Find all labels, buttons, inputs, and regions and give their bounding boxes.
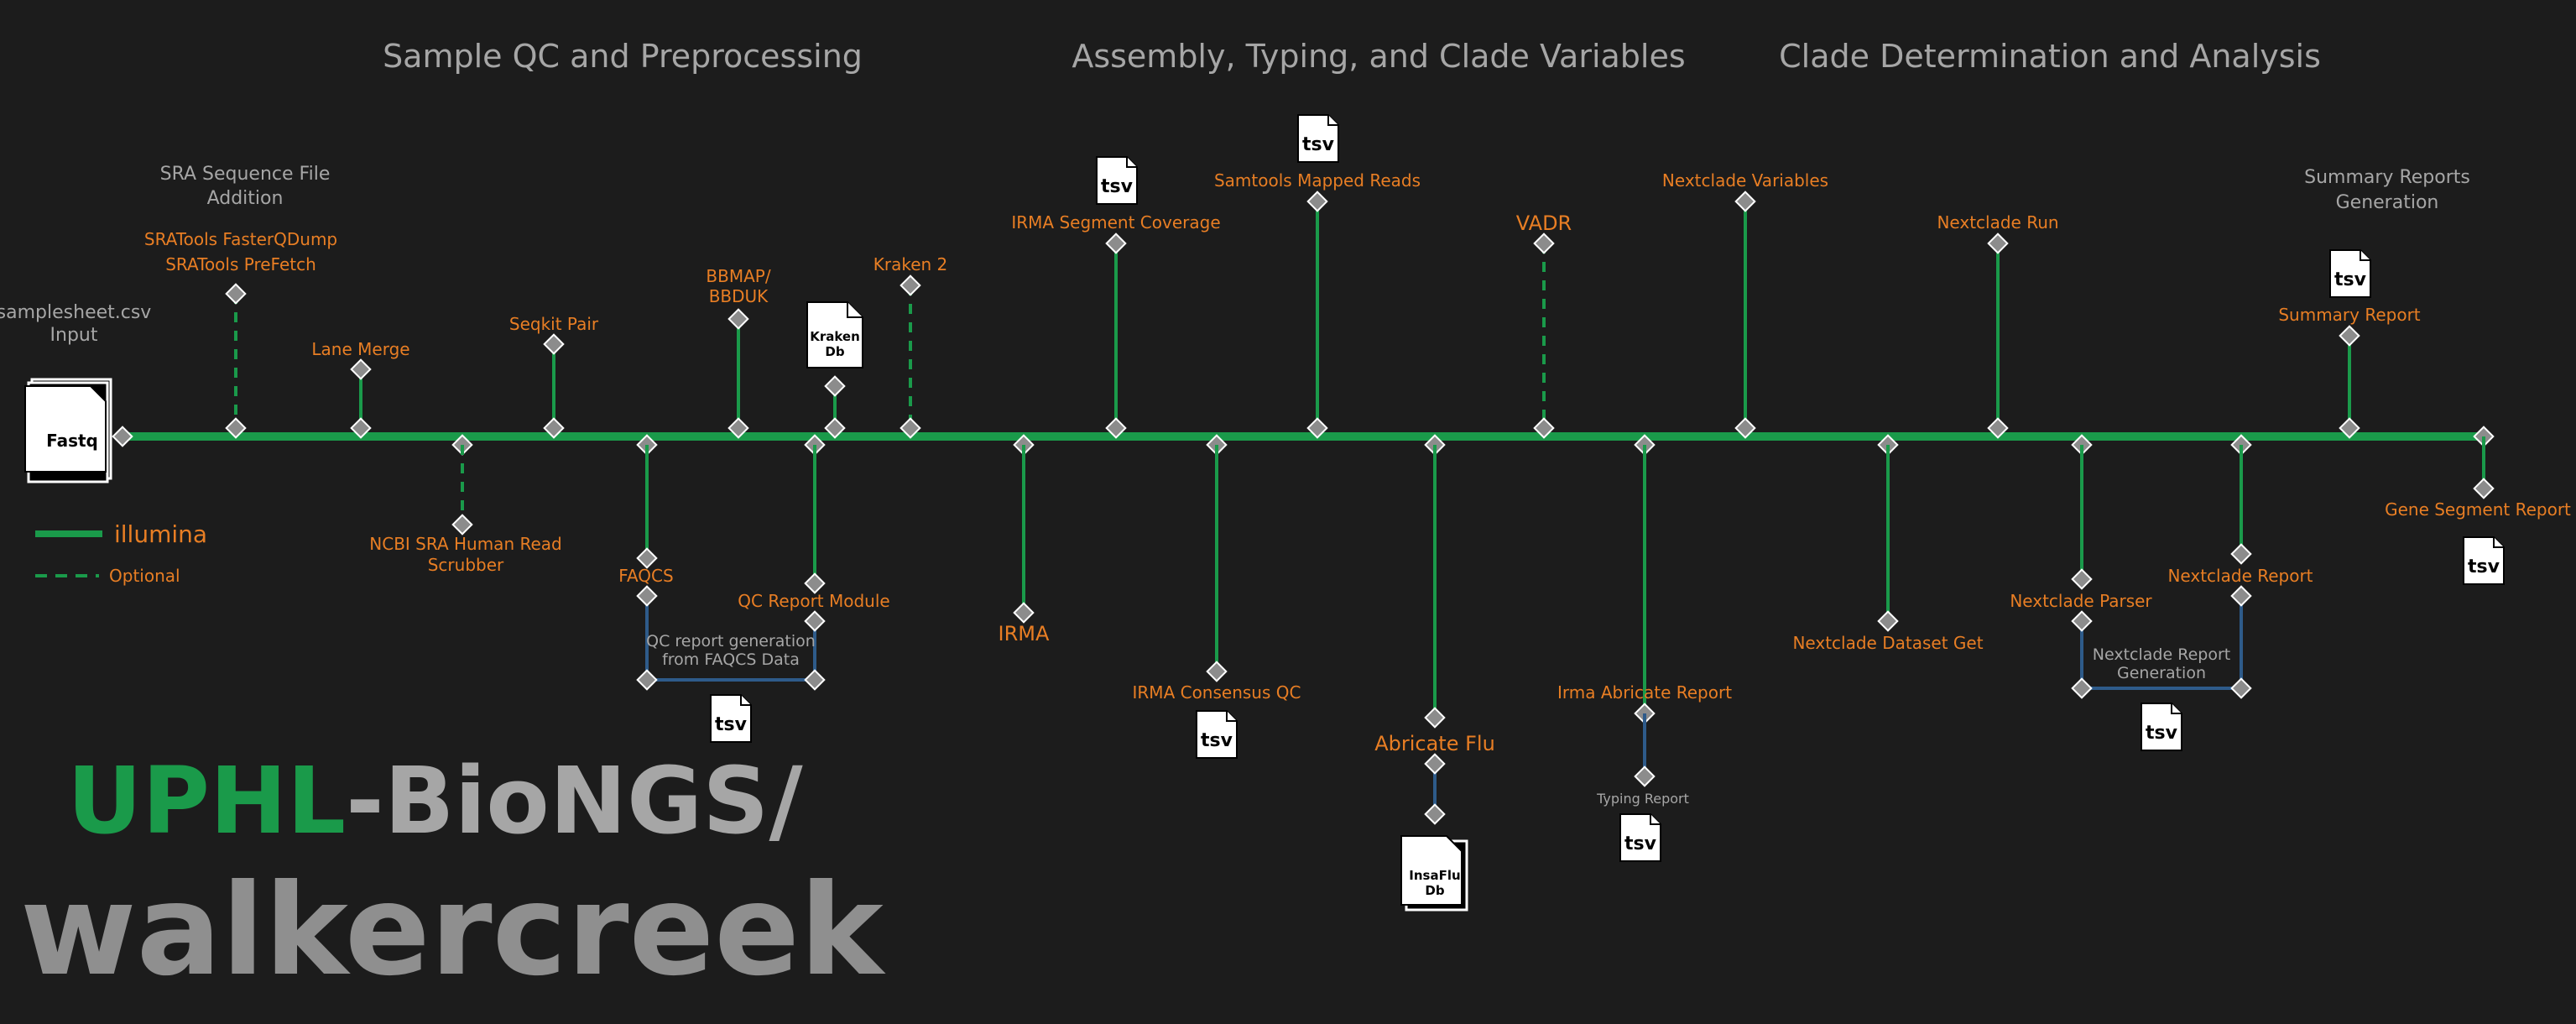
summary-report-label: Summary Report [2278,305,2420,325]
typing-report-tsv-label: tsv [1624,833,1657,854]
nextclade-run-step-node [1987,232,2009,254]
logo-line1: UPHL-BioNGS/ [67,747,803,854]
samtools-mapped-reads-label: Samtools Mapped Reads [1214,170,1421,191]
insaflu-db-label-line2: Db [1425,883,1444,898]
nextclade-report-bracket [2080,596,2243,690]
logo-org: UPHL [67,747,346,854]
kraken2-label: Kraken 2 [873,254,948,274]
lane-merge-label: Lane Merge [311,339,409,359]
kraken-db-step-node [824,375,846,397]
kraken-db-doc-label-line2: Db [825,344,844,359]
kraken-db-doc-label-line1: Kraken [810,329,860,344]
irma-consensus-qc-step-node [1206,661,1228,682]
faqcs-step-node [636,547,658,569]
qc-bracket-node-tr [804,610,826,632]
sra-step-node [225,283,247,305]
legend-dashed-label: Optional [109,566,180,586]
qc-box-text-line1: QC report generation [646,632,816,650]
ncbi-scrubber-label-line1: NCBI SRA Human Read [369,534,561,554]
insaflu-db-label-line1: InsaFlu [1409,868,1460,883]
nextclade-report-label: Nextclade Report [2167,566,2313,586]
qc-report-bracket [645,596,816,682]
qc-box-text-line2: from FAQCS Data [662,650,800,669]
ncbi-scrubber-step-node [451,514,473,536]
logo-name: walkercreek [20,858,886,1004]
summary-report-tsv-label: tsv [2334,269,2367,290]
input-node [112,426,133,447]
sra-group-title-line2: Addition [207,188,284,209]
irma-segment-coverage-label: IRMA Segment Coverage [1011,212,1220,232]
qc-report-tsv-label: tsv [715,714,748,735]
nextclade-run-label: Nextclade Run [1937,212,2058,232]
irma-consensus-qc-label: IRMA Consensus QC [1133,682,1301,703]
section-title-assembly: Assembly, Typing, and Clade Variables [1072,38,1685,75]
nextclade-dataset-get-label: Nextclade Dataset Get [1792,633,1983,653]
nextclade-report-step-node [2230,543,2252,565]
irma-consensus-qc-tsv-label: tsv [1201,730,1233,751]
gene-segment-report-label: Gene Segment Report [2385,499,2571,520]
legend-solid-label: illumina [114,520,207,548]
nextclade-box-text-line2: Generation [2117,664,2206,682]
irma-segment-coverage-tsv-label: tsv [1101,176,1134,197]
nextclade-variables-label: Nextclade Variables [1662,170,1828,191]
nextclade-bracket-node-bl [2071,677,2093,699]
nextclade-box-text-line1: Nextclade Report [2093,645,2230,664]
irma-label: IRMA [999,622,1050,645]
nextclade-bracket-node-tr [2230,585,2252,607]
typing-report-label: Typing Report [1596,791,1689,807]
qc-bracket-node-bl [636,669,658,691]
fastq-doc-icon [24,378,112,483]
qc-bracket-node-tl [636,585,658,607]
logo-suffix: -BioNGS/ [346,747,803,854]
nextclade-report-tsv-label: tsv [2146,723,2178,744]
kraken2-step-node [900,274,921,296]
input-title-line2: Input [50,325,98,346]
summary-group-title-line2: Generation [2336,192,2439,213]
qc-report-module-step-node [804,572,826,594]
bbmap-label-line1: BBMAP/ [706,266,770,286]
sra-prefetch-label: SRATools PreFetch [165,254,316,274]
insaflu-db-doc-icon [1400,835,1468,912]
vadr-label: VADR [1516,212,1572,235]
seqkit-pair-step-node [543,333,565,355]
qc-bracket-node-br [804,669,826,691]
lane-merge-step-node [350,358,372,380]
irma-step-node [1013,602,1035,624]
typing-report-node [1634,765,1656,787]
qc-report-module-label: QC Report Module [738,591,889,611]
vadr-step-node [1533,232,1555,254]
gene-segment-tsv-label: tsv [2468,556,2500,577]
faqcs-label: FAQCS [618,566,673,586]
section-title-clade: Clade Determination and Analysis [1779,38,2321,75]
ncbi-scrubber-label-line2: Scrubber [428,555,504,575]
kraken-db-doc-icon [806,301,863,368]
summary-report-step-node [2339,325,2360,347]
irma-abricate-report-label: Irma Abricate Report [1557,682,1732,703]
sra-fasterqdump-label: SRATools FasterQDump [144,229,337,249]
input-title-line1: samplesheet.csv [0,302,151,323]
bbmap-label-line2: BBDUK [709,286,769,306]
summary-group-title-line1: Summary Reports [2304,167,2470,188]
gene-segment-step-node [2473,478,2495,499]
sra-group-title-line1: SRA Sequence File [160,164,331,185]
section-title-qc: Sample QC and Preprocessing [383,38,863,75]
nextclade-parser-step-node [2071,568,2093,590]
seqkit-pair-label: Seqkit Pair [509,314,599,334]
fastq-doc-label: Fastq [46,431,98,451]
samtools-step-node [1306,191,1328,212]
abricate-flu-label: Abricate Flu [1374,732,1495,755]
irma-segment-coverage-step-node [1105,232,1127,254]
nextclade-bracket-node-tl [2071,610,2093,632]
nextclade-bracket-node-br [2230,677,2252,699]
samtools-tsv-label: tsv [1302,134,1335,155]
abricate-flu-step-node [1424,707,1446,729]
insaflu-node-top [1424,753,1446,775]
insaflu-node-bottom [1424,803,1446,825]
bbmap-step-node [727,308,749,330]
nextclade-parser-label: Nextclade Parser [2010,591,2152,611]
nextclade-dataset-get-step-node [1877,610,1899,632]
nextclade-variables-step-node [1734,191,1756,212]
